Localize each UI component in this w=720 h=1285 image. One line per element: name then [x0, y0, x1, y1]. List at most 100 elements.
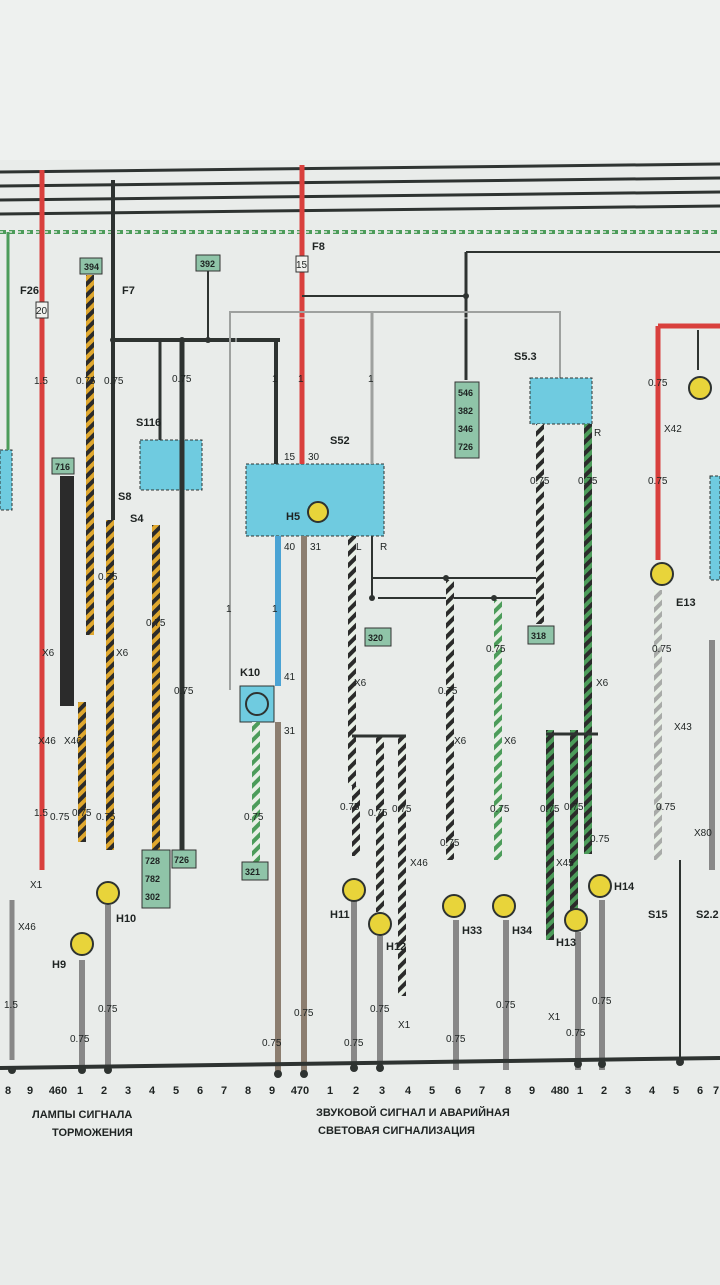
ref-726-stack: 726 [458, 442, 473, 452]
conn-x1-b: X1 [398, 1020, 411, 1031]
conn-x43: X43 [674, 722, 692, 733]
label-s5-3: S5.3 [514, 351, 537, 363]
gauge-aa: 0.75 [486, 644, 506, 655]
ref-320: 320 [368, 633, 383, 643]
bottom-number: 3 [625, 1085, 631, 1097]
gauge-i: 1 [368, 374, 374, 385]
gauge-r: 0.75 [262, 1038, 282, 1049]
gauge-v: 0.75 [392, 804, 412, 815]
gauge-ai: 0.75 [590, 834, 610, 845]
pin-31-k10: 31 [284, 726, 296, 737]
gauge-al: 0.75 [648, 378, 668, 389]
left-edge-circuit [0, 232, 15, 1060]
gauge-d: 0.75 [98, 572, 118, 583]
bottom-number: 5 [673, 1085, 679, 1097]
gauge-s: 0.75 [294, 1008, 314, 1019]
pin-31: 31 [310, 542, 322, 553]
gauge-k: 1 [226, 604, 232, 615]
conn-x42: X42 [664, 424, 682, 435]
ref-728: 728 [145, 856, 160, 866]
ref-782: 782 [145, 874, 160, 884]
bottom-number: 4 [405, 1085, 412, 1097]
lamp-h10: H10 [116, 913, 136, 925]
gauge-af: 0.75 [578, 476, 598, 487]
gauge-ad: 0.75 [496, 1000, 516, 1011]
bottom-number: 3 [125, 1085, 131, 1097]
bottom-number: 460 [49, 1085, 67, 1097]
gauge-ao: 0.75 [656, 802, 676, 813]
gauge-1-5-c: 1.5 [4, 1000, 18, 1011]
bottom-number: 2 [101, 1085, 107, 1097]
ref-392: 392 [200, 259, 215, 269]
pin-r: R [380, 542, 387, 553]
ref-302: 302 [145, 892, 160, 902]
bottom-number: 1 [77, 1085, 83, 1097]
gauge-an: 0.75 [652, 644, 672, 655]
gauge-ak: 0.75 [592, 996, 612, 1007]
gauge-l: 0.75 [244, 812, 264, 823]
ref-716: 716 [55, 462, 70, 472]
gauge-y: 0.75 [438, 686, 458, 697]
bottom-number: 470 [291, 1085, 309, 1097]
bottom-number: 9 [529, 1085, 535, 1097]
gauge-ag: 0.75 [540, 804, 560, 815]
bottom-number: 9 [27, 1085, 33, 1097]
gauge-ab: 0.75 [490, 804, 510, 815]
gauge-u: 0.75 [368, 808, 388, 819]
gauge-am: 0.75 [648, 476, 668, 487]
bottom-number: 480 [551, 1085, 569, 1097]
bottom-number: 6 [455, 1085, 461, 1097]
ref-394: 394 [84, 262, 99, 272]
bottom-number: 7 [479, 1085, 485, 1097]
conn-x6-e: X6 [504, 736, 517, 747]
lamp-h13: H13 [556, 937, 576, 949]
fuse-f26: F26 [20, 285, 39, 297]
bottom-number: 4 [149, 1085, 156, 1097]
lamp-h5: H5 [286, 511, 300, 523]
switch-s2-2: S2.2 [696, 909, 719, 921]
gauge-p: 0.75 [70, 1034, 90, 1045]
gauge-c: 0.75 [172, 374, 192, 385]
fuse-f8: F8 [312, 241, 325, 253]
caption-brake-1: ЛАМПЫ СИГНАЛА [32, 1109, 132, 1121]
gauge-ah: 0.75 [564, 802, 584, 813]
conn-x6-d: X6 [454, 736, 467, 747]
bottom-number: 6 [197, 1085, 203, 1097]
pin-15: 15 [284, 452, 296, 463]
pin-l: L [356, 542, 362, 553]
ref-546: 546 [458, 388, 473, 398]
bottom-number: 8 [505, 1085, 511, 1097]
gauge-g: 1 [272, 374, 278, 385]
gauge-e: 0.75 [146, 618, 166, 629]
bottom-number: 2 [353, 1085, 359, 1097]
conn-x46-c: X46 [410, 858, 428, 869]
gauge-b: 0.75 [104, 376, 124, 387]
conn-x6-a: X6 [42, 648, 55, 659]
pin-40: 40 [284, 542, 296, 553]
bottom-number: 8 [5, 1085, 11, 1097]
bottom-number: 6 [697, 1085, 703, 1097]
pin-41: 41 [284, 672, 296, 683]
gauge-h: 1 [298, 374, 304, 385]
conn-x6-f: X6 [596, 678, 609, 689]
bottom-number: 7 [221, 1085, 227, 1097]
label-e13: E13 [676, 597, 696, 609]
fuse-rating-15: 15 [296, 260, 308, 271]
bottom-number: 4 [649, 1085, 656, 1097]
gauge-aj: 0.75 [566, 1028, 586, 1039]
label-s8: S8 [118, 491, 131, 503]
top-bus [0, 162, 720, 234]
conn-x46-b: X46 [64, 736, 82, 747]
switch-s15: S15 [648, 909, 668, 921]
gauge-x: 0.75 [370, 1004, 390, 1015]
bottom-number: 8 [245, 1085, 251, 1097]
label-s116: S116 [136, 417, 161, 429]
gauge-f: 0.75 [174, 686, 194, 697]
label-s4: S4 [130, 513, 144, 525]
ref-318: 318 [531, 631, 546, 641]
gauge-ac: 0.75 [446, 1034, 466, 1045]
bottom-number: 3 [379, 1085, 385, 1097]
ref-726: 726 [174, 855, 189, 865]
